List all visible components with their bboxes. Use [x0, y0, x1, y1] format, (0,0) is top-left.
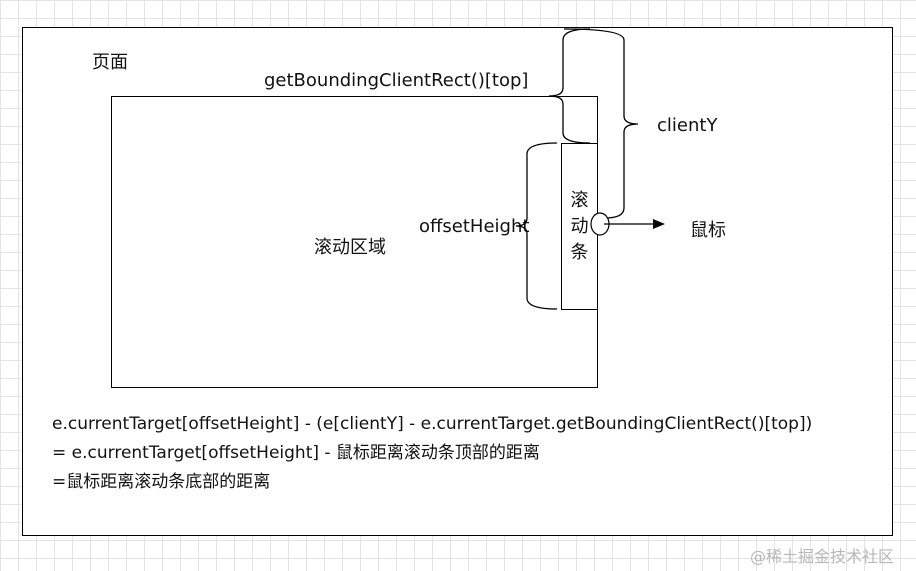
formula-line-2: = e.currentTarget[offsetHeight] - 鼠标距离滚动…	[52, 443, 540, 463]
bounding-top-label: getBoundingClientRect()[top]	[264, 70, 529, 91]
scrollbar-label: 滚动条	[570, 190, 589, 263]
formula-line-3: =鼠标距离滚动条底部的距离	[52, 472, 271, 492]
mouse-label: 鼠标	[690, 220, 726, 241]
page-label: 页面	[92, 52, 128, 73]
formula-line-1: e.currentTarget[offsetHeight] - (e[clien…	[52, 414, 813, 434]
scroll-area-label: 滚动区域	[314, 237, 386, 258]
scrollbar: 滚动条	[561, 143, 598, 310]
offset-height-label: offsetHeight	[419, 216, 530, 237]
client-y-label: clientY	[657, 115, 718, 136]
watermark: @稀土掘金技术社区	[750, 547, 895, 566]
